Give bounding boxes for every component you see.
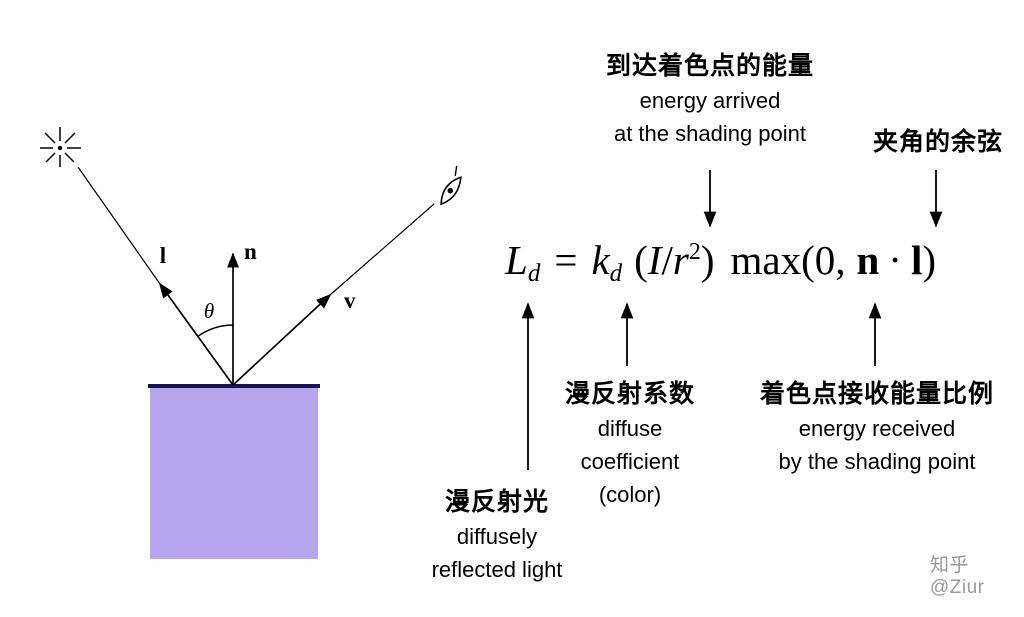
eye-icon [440, 165, 462, 206]
annotation-energy-arrived-zh: 到达着色点的能量 [605, 52, 814, 80]
formula-L: L [505, 237, 528, 283]
annotation-diffuse-coefficient-en1: diffuse [597, 416, 663, 441]
annotation-diffuse-light: 漫反射光 diffusely reflected light [392, 484, 602, 586]
formula-max-close: ) [922, 237, 937, 283]
light-source-icon [40, 127, 81, 167]
formula-max-open: max(0, [730, 237, 846, 283]
formula-radius: r [672, 237, 689, 283]
view-vector-arrow [232, 293, 332, 386]
annotation-diffuse-coefficient-zh: 漫反射系数 [564, 380, 695, 408]
formula-radius-exp: 2 [688, 239, 701, 265]
light-vector-arrow [159, 282, 234, 386]
diffuse-shading-formula: Ld=kd(I/r2)max(0,n·l) [505, 237, 937, 288]
annotation-energy-received-en2: by the shading point [778, 449, 976, 474]
formula-open-paren: ( [634, 237, 648, 283]
annotation-diffuse-coefficient-en3: (color) [598, 482, 662, 507]
formula-l-vector: l [910, 237, 923, 283]
surface-rect [150, 387, 318, 559]
light-vector-label: l [160, 243, 166, 268]
annotation-diffuse-coefficient: 漫反射系数 diffuse coefficient (color) [545, 376, 715, 511]
view-ray-line [329, 203, 435, 296]
formula-dot-product: · [888, 237, 902, 283]
normal-vector-label: n [244, 239, 257, 264]
annotation-diffuse-light-en2: reflected light [431, 557, 563, 582]
formula-n-vector: n [856, 237, 880, 283]
angle-arc [197, 324, 234, 338]
formula-L-sub: d [527, 260, 541, 287]
annotation-diffuse-coefficient-en2: coefficient [580, 449, 680, 474]
theta-angle-label: θ [204, 299, 214, 323]
annotation-diffuse-light-zh: 漫反射光 [444, 488, 549, 516]
view-vector-label: v [344, 288, 356, 313]
formula-k-sub: d [609, 260, 623, 287]
formula-intensity: I [647, 237, 662, 283]
formula-close-paren: ) [700, 237, 715, 283]
watermark: 知乎 @Ziur [930, 555, 985, 598]
annotation-energy-received-en1: energy received [798, 416, 956, 441]
light-ray-line [77, 166, 161, 285]
annotation-energy-received: 着色点接收能量比例 energy received by the shading… [727, 376, 1024, 478]
annotation-cosine-zh: 夹角的余弦 [872, 128, 1003, 156]
annotation-energy-arrived: 到达着色点的能量 energy arrived at the shading p… [545, 48, 875, 150]
annotation-cosine: 夹角的余弦 [858, 124, 1018, 160]
formula-equals: = [554, 237, 578, 283]
formula-k: k [591, 237, 610, 283]
annotation-energy-arrived-en2: at the shading point [613, 121, 807, 146]
formula-slash: / [661, 237, 673, 283]
annotation-energy-received-zh: 着色点接收能量比例 [759, 380, 994, 408]
annotation-energy-arrived-en1: energy arrived [639, 88, 781, 113]
annotation-diffuse-light-en1: diffusely [456, 524, 538, 549]
